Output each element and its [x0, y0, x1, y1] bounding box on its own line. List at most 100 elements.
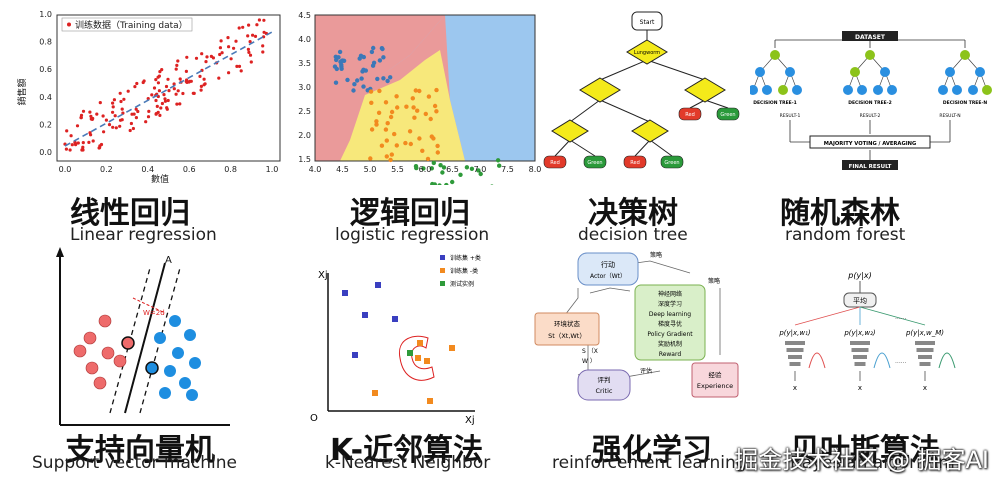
scatter-point: [429, 134, 434, 139]
svm-point-pos: [154, 332, 166, 344]
scatter-point: [388, 157, 393, 163]
y-tick-label: 0.8: [39, 38, 52, 47]
scatter-point: [247, 23, 251, 27]
bayesian-diagram: p(y|x) 平均 ...... ...... p(y|x,w₁)xp(y|x,…: [778, 271, 956, 392]
rl-actor2: Actor（Wt）: [590, 273, 626, 280]
scatter-point: [337, 49, 343, 55]
linear-title-cn: 线性回归: [70, 196, 190, 231]
linear-xlabel: 數值: [151, 173, 169, 185]
scatter-point: [361, 84, 366, 89]
knn-point-pos: [352, 352, 358, 358]
rl-title-cn: 强化学习: [592, 433, 712, 468]
y-tick-label: 3.0: [298, 83, 311, 92]
x-tick-label: 5.0: [364, 165, 377, 174]
scatter-point: [365, 88, 370, 93]
scatter-point: [394, 143, 399, 148]
bayes-net-layer: [789, 362, 801, 366]
scatter-point: [377, 88, 382, 94]
scatter-point: [113, 114, 117, 118]
scatter-point: [91, 139, 95, 143]
scatter-point: [162, 93, 166, 97]
knn-legend-label: 训练集 -类: [450, 267, 478, 275]
scatter-point: [388, 75, 393, 80]
scatter-point: [417, 136, 422, 141]
scatter-point: [126, 89, 130, 93]
scatter-point: [163, 99, 167, 103]
scatter-point: [369, 49, 375, 55]
scatter-point: [198, 74, 202, 78]
scatter-point: [144, 120, 148, 124]
scatter-point: [495, 158, 501, 163]
watermark: 掘金技术社区 @ 掘客AI: [734, 446, 989, 474]
scatter-point: [202, 77, 206, 81]
scatter-point: [134, 107, 138, 111]
panel-knn: Xj Xj O 训练集 +类训练集 -类测试实例 K-近邻算法 k-Neares…: [300, 243, 549, 486]
scatter-point: [146, 97, 150, 101]
scatter-point: [101, 114, 105, 118]
forest-node: [938, 85, 948, 95]
scatter-point: [429, 166, 434, 171]
scatter-point: [384, 138, 389, 143]
scatter-point: [81, 148, 85, 152]
svm-title-cn: 支持向量机: [65, 433, 215, 468]
svm-support-vector: [121, 336, 135, 350]
scatter-point: [122, 97, 126, 101]
x-tick-label: 0.0: [59, 165, 72, 174]
rl-net-line: Deep learning: [649, 311, 691, 318]
rl-env2: St（Xt,Wt）: [548, 332, 586, 340]
tree-leaf: [543, 155, 567, 169]
tree-leaf-label: Red: [550, 160, 560, 166]
x-tick-label: 4.0: [309, 165, 322, 174]
scatter-point: [431, 160, 436, 166]
x-tick-label: 0.6: [183, 165, 196, 174]
knn-point-neg: [415, 355, 421, 361]
scatter-point: [199, 84, 203, 88]
scatter-point: [234, 39, 238, 43]
rl-net-line: 深度学习: [658, 300, 682, 308]
scatter-point: [111, 125, 115, 129]
linear-ylabel: 銷售額: [16, 78, 28, 105]
forest-node: [857, 85, 867, 95]
scatter-point: [261, 50, 265, 54]
scatter-point: [440, 170, 445, 175]
scatter-point: [220, 51, 224, 55]
rl-policy2: 策略: [708, 277, 720, 285]
scatter-point: [357, 56, 362, 61]
forest-node: [945, 67, 955, 77]
scatter-point: [420, 148, 425, 153]
bayes-net-layer: [851, 348, 869, 352]
bayes-input-label: x: [923, 384, 927, 392]
scatter-point: [408, 141, 413, 147]
svm-point-pos: [169, 315, 181, 327]
scatter-point: [232, 46, 236, 50]
scatter-point: [444, 182, 449, 185]
scatter-point: [128, 128, 132, 133]
svm-point-pos: [172, 347, 184, 359]
scatter-point: [155, 104, 159, 108]
rl-net-line: Reward: [659, 351, 682, 358]
svm-point-pos: [186, 389, 198, 401]
svm-point-neg: [83, 331, 97, 345]
panel-svm: W=2d A 支持向量机 Support vector machine: [0, 243, 249, 486]
scatter-point: [476, 168, 481, 173]
scatter-point: [111, 105, 115, 109]
scatter-point: [247, 50, 251, 55]
scatter-point: [229, 57, 233, 61]
scatter-point: [152, 86, 157, 90]
knn-point-neg: [372, 390, 378, 396]
y-tick-label: 1.5: [298, 155, 311, 164]
scatter-point: [395, 105, 400, 110]
rl-env: 环境状态: [554, 319, 581, 328]
x-tick-label: 1.0: [266, 165, 279, 174]
bayes-title-en: Bayesian algorithm: [790, 453, 955, 473]
scatter-point: [184, 69, 188, 73]
scatter-point: [95, 112, 99, 116]
forest-node: [982, 85, 992, 95]
scatter-point: [154, 112, 158, 116]
knn-point-pos: [342, 290, 348, 296]
scatter-point: [160, 101, 164, 106]
knn-legend-label: 测试实例: [450, 280, 474, 288]
